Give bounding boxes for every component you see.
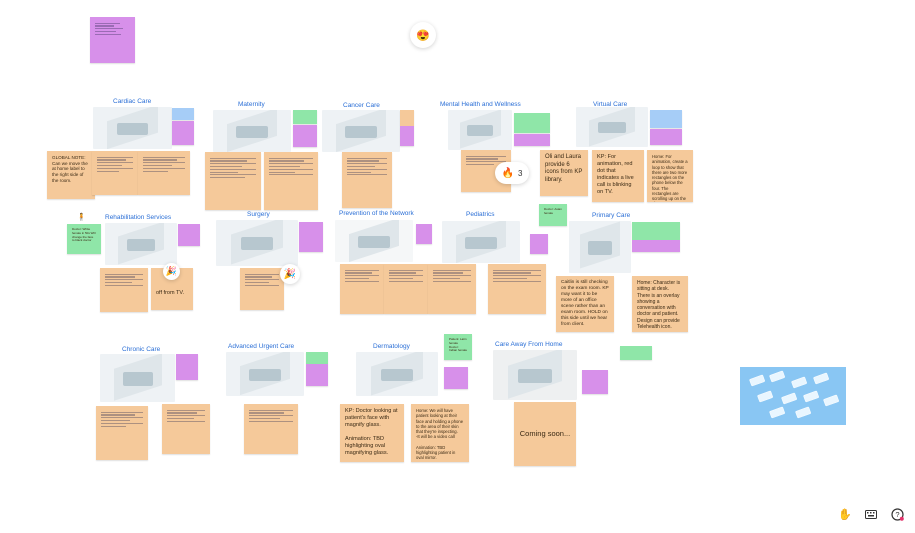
room-image-rehab[interactable] xyxy=(105,223,177,265)
section-title-cancer: Cancer Care xyxy=(343,102,380,109)
sticky-note-virtual-kp[interactable]: KP: For animation, red dot that indicate… xyxy=(592,150,644,202)
sticky-note-rehab-doctor[interactable]: Doctor: White female in 50s Will change … xyxy=(67,224,101,254)
sticky-note-primary-kp[interactable]: Caitlin is still checking on the exam ro… xyxy=(556,276,614,332)
sticky-note-orange[interactable] xyxy=(92,151,138,195)
section-title-mental: Mental Health and Wellness xyxy=(440,101,521,108)
party-popper-emoji-icon[interactable]: 🎉 xyxy=(163,263,180,280)
party-popper-emoji-icon[interactable]: 🎉 xyxy=(280,264,300,284)
section-title-chronic: Chronic Care xyxy=(122,346,161,353)
section-title-derm: Dermatology xyxy=(373,343,410,350)
room-image-virtual[interactable] xyxy=(576,107,648,147)
section-title-maternity: Maternity xyxy=(238,101,265,108)
sticky-note-purple[interactable] xyxy=(306,364,328,386)
fire-reaction-badge[interactable]: 🔥3 xyxy=(495,162,529,184)
room-image-derm[interactable] xyxy=(356,352,438,396)
sticky-note-blue[interactable] xyxy=(650,110,682,128)
sticky-note-orange[interactable] xyxy=(100,268,148,312)
sticky-note-purple[interactable] xyxy=(293,125,317,147)
sticky-note-orange[interactable] xyxy=(340,264,384,314)
section-title-cardiac: Cardiac Care xyxy=(113,98,152,105)
sticky-note-purple[interactable] xyxy=(514,134,550,146)
heart-eyes-emoji-icon[interactable]: 😍 xyxy=(410,22,436,48)
sticky-note-orange[interactable] xyxy=(428,264,476,314)
sticky-note-green[interactable] xyxy=(620,346,652,360)
sticky-note-purple[interactable] xyxy=(632,240,680,252)
coming-soon-text: Coming soon... xyxy=(519,429,571,439)
sticky-note-derm-kp[interactable]: KP: Doctor looking at patient's face wit… xyxy=(340,404,404,462)
svg-text:?: ? xyxy=(895,510,899,519)
section-title-pediatrics: Pediatrics xyxy=(466,211,495,218)
room-image-cancer[interactable] xyxy=(322,110,400,152)
sticky-note-orange[interactable] xyxy=(461,150,511,192)
room-image-cardiac[interactable] xyxy=(93,107,172,149)
sticky-note-purple-top[interactable] xyxy=(90,17,135,63)
sticky-note-green[interactable] xyxy=(632,222,680,240)
sticky-note-derm-people[interactable]: Patient: Latin female Doctor: Indian fem… xyxy=(444,334,472,360)
sticky-note-derm-home[interactable]: Home: We will have patient looking at th… xyxy=(411,404,469,462)
hand-tool-icon[interactable]: ✋ xyxy=(838,508,852,521)
room-image-maternity[interactable] xyxy=(213,110,291,152)
sticky-note-orange[interactable] xyxy=(240,268,284,310)
sticky-note-green[interactable] xyxy=(514,113,550,133)
fire-reaction-count: 3 xyxy=(518,168,523,178)
keyboard-icon[interactable] xyxy=(864,507,878,521)
sticky-note-virtual-home[interactable]: Home: For animation, create a loop to sh… xyxy=(647,150,693,202)
sticky-note-orange[interactable] xyxy=(244,404,298,454)
avatar-character-icon: 🧍 xyxy=(77,214,86,221)
section-title-prevention: Prevention of the Network xyxy=(339,210,414,217)
sticky-note-orange[interactable] xyxy=(342,152,392,208)
sticky-note-orange[interactable] xyxy=(264,152,318,210)
sticky-note-purple[interactable] xyxy=(416,224,432,244)
room-image-urgent[interactable] xyxy=(226,352,304,396)
sticky-note-purple[interactable] xyxy=(172,121,194,145)
rehab-note-text: off from TV. xyxy=(156,290,185,296)
room-image-chronic[interactable] xyxy=(100,354,175,402)
sticky-note-green[interactable] xyxy=(293,110,317,124)
section-title-surgery: Surgery xyxy=(247,211,270,218)
diagram-thumbnail[interactable] xyxy=(740,367,846,425)
sticky-note-purple[interactable] xyxy=(299,222,323,252)
sticky-note-purple[interactable] xyxy=(444,367,468,389)
sticky-note-purple[interactable] xyxy=(530,234,548,254)
section-title-virtual: Virtual Care xyxy=(593,101,628,108)
sticky-note-green[interactable] xyxy=(306,352,328,364)
room-image-prevention[interactable] xyxy=(335,220,413,262)
sticky-note-orange[interactable] xyxy=(384,264,428,314)
sticky-note-orange[interactable] xyxy=(488,264,546,314)
section-title-rehab: Rehabilitation Services xyxy=(105,214,172,221)
sticky-note-orange[interactable] xyxy=(96,406,148,460)
sticky-note-purple[interactable] xyxy=(650,129,682,145)
section-title-primary: Primary Care xyxy=(592,212,631,219)
section-title-urgent: Advanced Urgent Care xyxy=(228,343,295,350)
sticky-note-orange[interactable] xyxy=(400,110,414,126)
room-image-away[interactable] xyxy=(493,350,577,400)
sticky-note-blue[interactable] xyxy=(172,108,194,120)
room-image-primary[interactable] xyxy=(569,221,631,273)
sticky-note-global[interactable]: GLOBAL NOTE: Can we move the at home lab… xyxy=(47,151,95,199)
sticky-note-orange[interactable] xyxy=(138,151,190,195)
sticky-note-orange[interactable] xyxy=(162,404,210,454)
room-image-mental[interactable] xyxy=(448,110,512,150)
sticky-note-pediatrics-doctor[interactable]: Doctor: Asian female xyxy=(539,204,567,226)
help-icon[interactable]: ? xyxy=(890,507,904,521)
room-image-surgery[interactable] xyxy=(216,220,298,266)
sticky-note-purple[interactable] xyxy=(400,126,414,146)
sticky-note-away[interactable]: Coming soon... xyxy=(514,402,576,466)
sticky-note-purple[interactable] xyxy=(582,370,608,394)
room-image-pediatrics[interactable] xyxy=(442,221,520,263)
sticky-note-primary-home[interactable]: Home: Character is sitting at desk. Ther… xyxy=(632,276,688,332)
sticky-note-mental-kp[interactable]: Oli and Laura provide 6 icons from KP li… xyxy=(540,150,588,196)
section-title-away: Care Away From Home xyxy=(495,341,563,348)
sticky-note-purple[interactable] xyxy=(176,354,198,380)
sticky-note-purple[interactable] xyxy=(178,224,200,246)
sticky-note-orange[interactable] xyxy=(205,152,261,210)
